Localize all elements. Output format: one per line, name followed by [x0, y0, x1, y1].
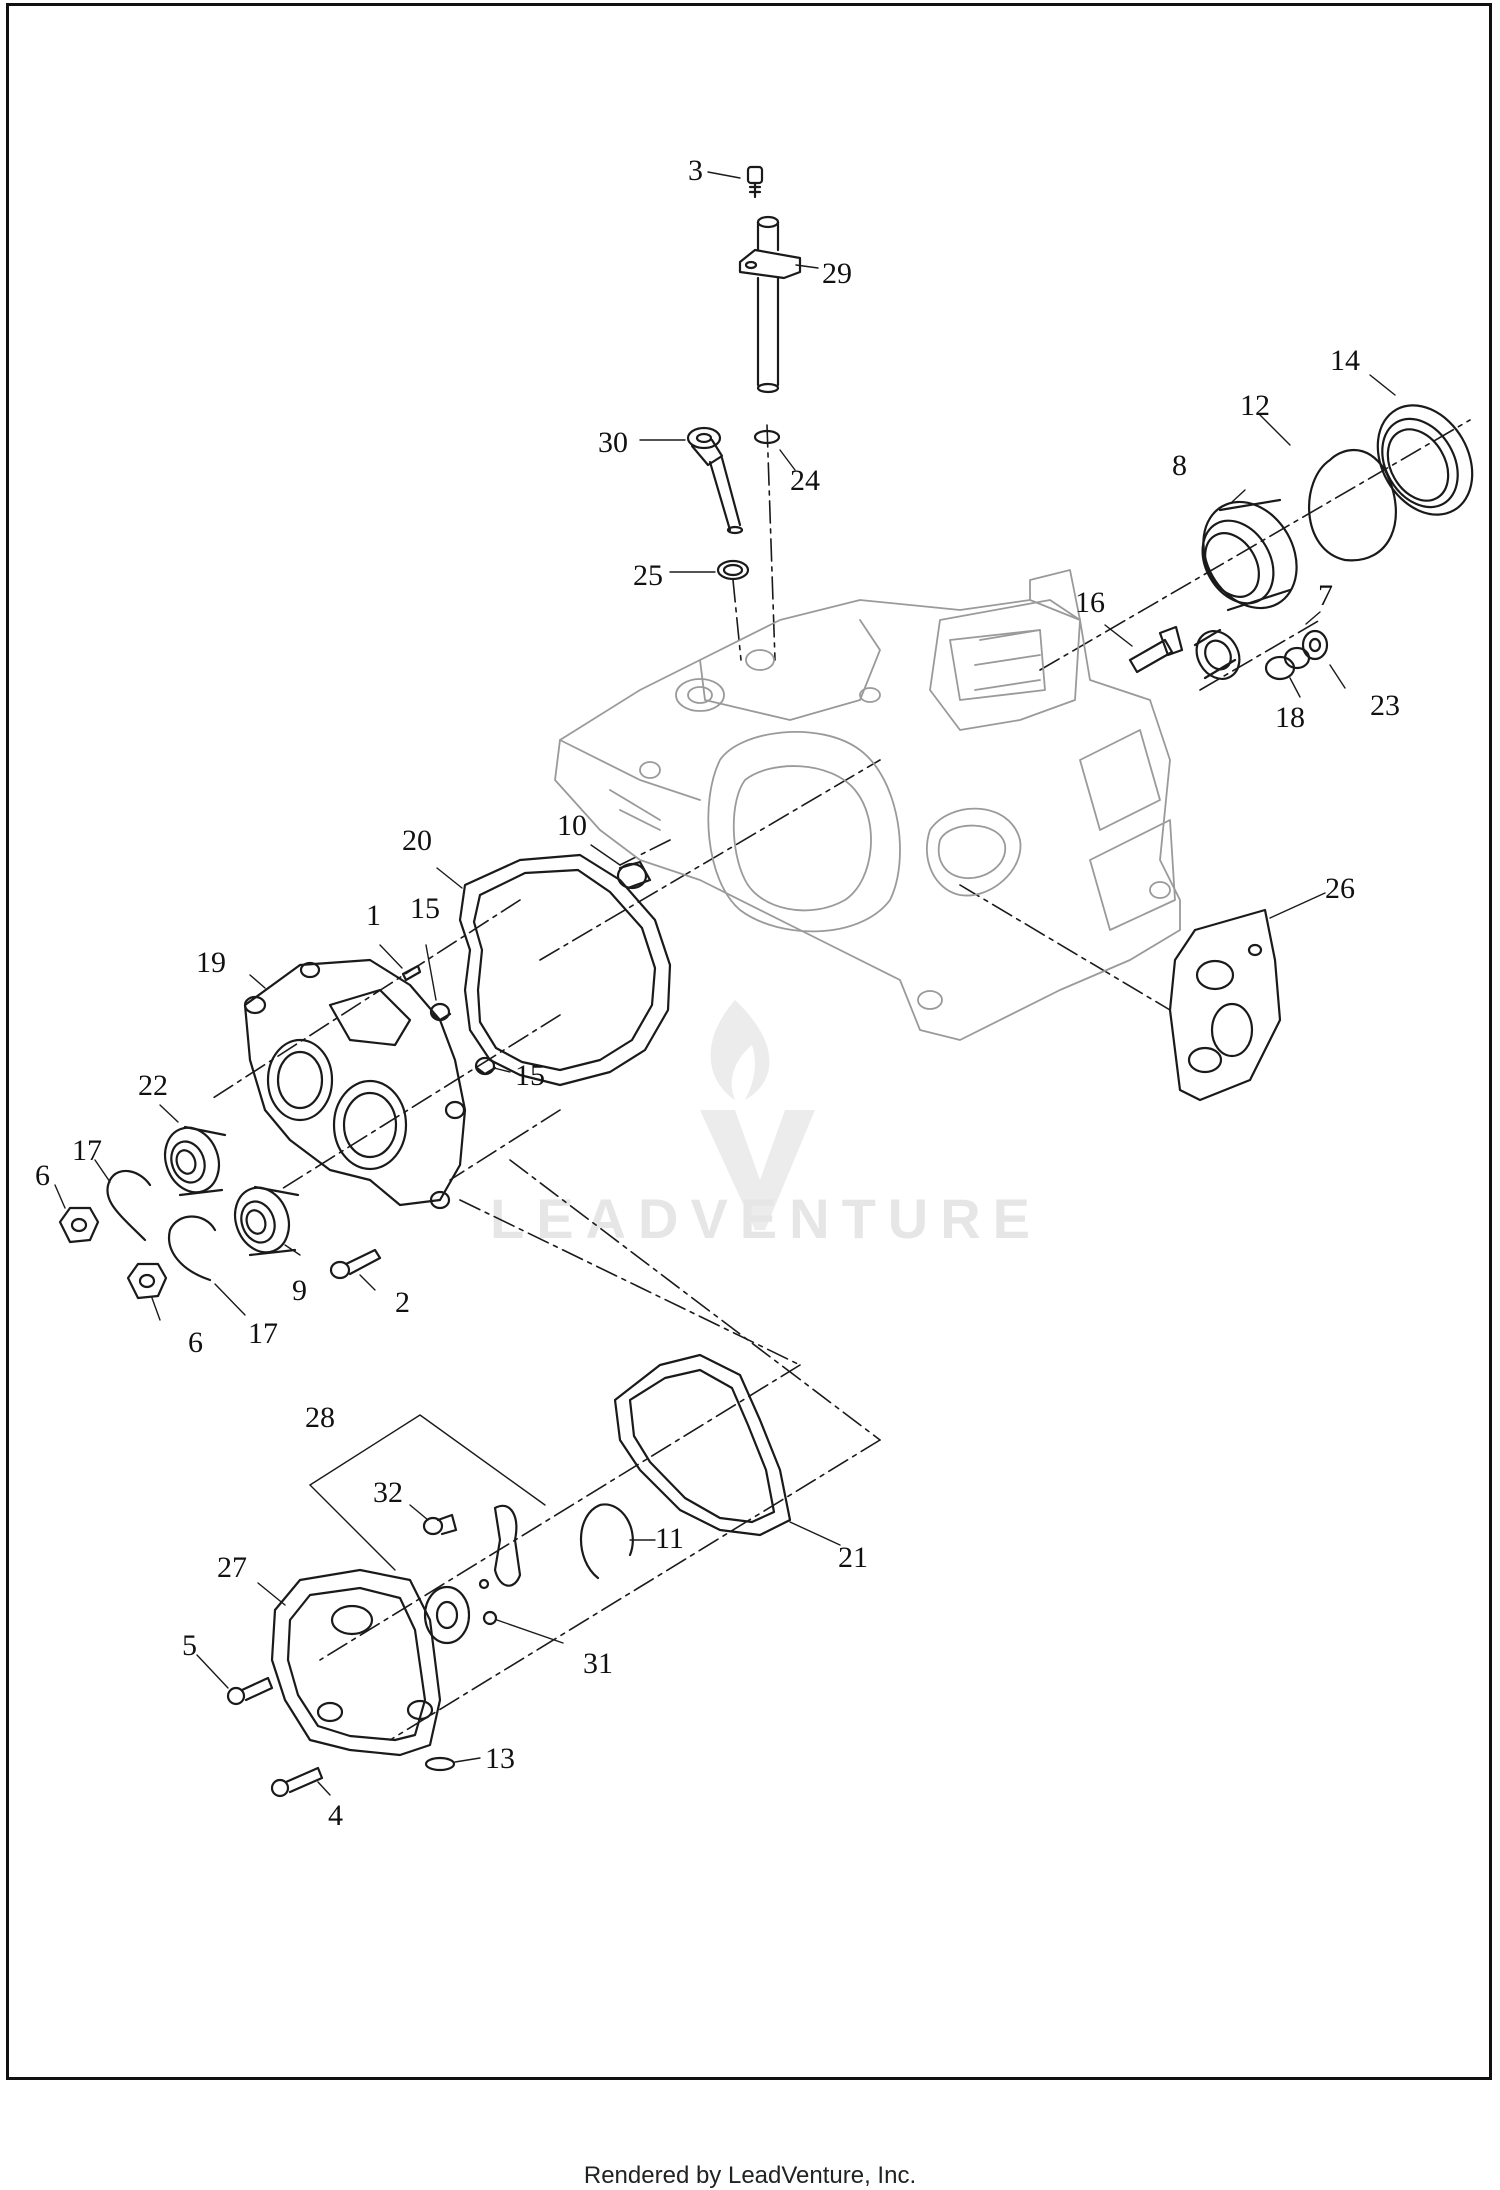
screw-3	[746, 165, 764, 199]
gasket-21-inner	[628, 1368, 776, 1524]
o-ring-25	[716, 559, 750, 581]
drain-plug-30	[686, 426, 744, 535]
callout-28: 28	[305, 1401, 335, 1434]
retaining-ring-17-lower	[167, 1215, 217, 1282]
nut-6-lower	[126, 1262, 168, 1300]
retaining-ring-11	[579, 1503, 634, 1580]
callout-6-upper: 6	[35, 1159, 50, 1192]
retaining-ring-12	[1308, 449, 1397, 562]
callout-leaders	[54, 171, 1396, 1796]
callout-20: 20	[402, 824, 432, 857]
callout-24: 24	[790, 464, 820, 497]
bearing-9	[233, 1185, 300, 1257]
bushing-18	[1264, 646, 1311, 681]
ball-31b	[478, 1578, 490, 1590]
callout-18: 18	[1275, 701, 1305, 734]
pin-1	[401, 964, 422, 982]
watermark-text: LEADVENTURE	[490, 1187, 1042, 1250]
callout-25: 25	[633, 559, 663, 592]
callout-26: 26	[1325, 872, 1355, 905]
bolt-4	[270, 1766, 324, 1798]
callout-2: 2	[395, 1286, 410, 1319]
callout-30: 30	[598, 426, 628, 459]
diagram-frame	[6, 3, 1492, 2080]
callout-17-upper: 17	[72, 1134, 102, 1167]
dowel-10	[616, 860, 652, 890]
transmission-case	[554, 569, 1181, 1041]
callout-15-upper: 15	[410, 892, 440, 925]
fitting-32	[422, 1513, 458, 1536]
bearing-housing-19	[243, 958, 467, 1210]
dipstick-tube-29	[738, 215, 802, 394]
retaining-ring-17-upper	[106, 1169, 152, 1242]
ball-31	[482, 1610, 498, 1626]
assembly-28-leader	[309, 1414, 546, 1571]
o-ring-24	[753, 429, 781, 445]
bearing-8	[1201, 498, 1298, 612]
callout-29: 29	[822, 257, 852, 290]
callout-labels: 1 2 3 4 5 6 6 7 8 9 10 11 12 13 14 15 15…	[35, 154, 1400, 1832]
callout-13: 13	[485, 1742, 515, 1775]
callout-1: 1	[366, 899, 381, 932]
callout-6-lower: 6	[188, 1326, 203, 1359]
callout-15-lower: 15	[515, 1059, 545, 1092]
nut-6-upper	[58, 1206, 100, 1244]
callout-17-lower: 17	[248, 1317, 278, 1350]
callout-5: 5	[182, 1629, 197, 1662]
callout-9: 9	[292, 1274, 307, 1307]
callout-21: 21	[838, 1541, 868, 1574]
bolt-5	[226, 1676, 274, 1706]
nut-23	[1301, 629, 1329, 661]
callout-14: 14	[1330, 344, 1360, 377]
callout-11: 11	[655, 1522, 684, 1555]
o-ring-13	[424, 1756, 456, 1772]
callout-8: 8	[1172, 449, 1187, 482]
callout-32: 32	[373, 1476, 403, 1509]
callout-4: 4	[328, 1799, 343, 1832]
seal-14	[1376, 404, 1474, 516]
bearing-22	[163, 1125, 227, 1197]
callout-31: 31	[583, 1647, 613, 1680]
gasket-21	[613, 1353, 792, 1537]
cover-27	[270, 1568, 442, 1757]
callout-22: 22	[138, 1069, 168, 1102]
cam-plate	[423, 1504, 522, 1645]
callout-16: 16	[1075, 586, 1105, 619]
callout-7: 7	[1318, 579, 1333, 612]
needle-bearing-7	[1193, 628, 1241, 680]
callout-27: 27	[217, 1551, 247, 1584]
callout-23: 23	[1370, 689, 1400, 722]
assembly-lines	[209, 419, 1471, 1741]
callout-3: 3	[688, 154, 703, 187]
callout-19: 19	[196, 946, 226, 979]
callout-12: 12	[1240, 389, 1270, 422]
stud-16	[1128, 625, 1184, 674]
callout-10: 10	[557, 809, 587, 842]
render-credit: Rendered by LeadVenture, Inc.	[583, 2162, 917, 2189]
watermark-logo	[700, 1000, 815, 1230]
dowel-15-lower	[474, 1056, 497, 1076]
gasket-20	[458, 853, 672, 1087]
bolt-2	[329, 1248, 382, 1280]
gasket-26	[1168, 908, 1282, 1102]
gasket-20-inner	[472, 868, 657, 1072]
